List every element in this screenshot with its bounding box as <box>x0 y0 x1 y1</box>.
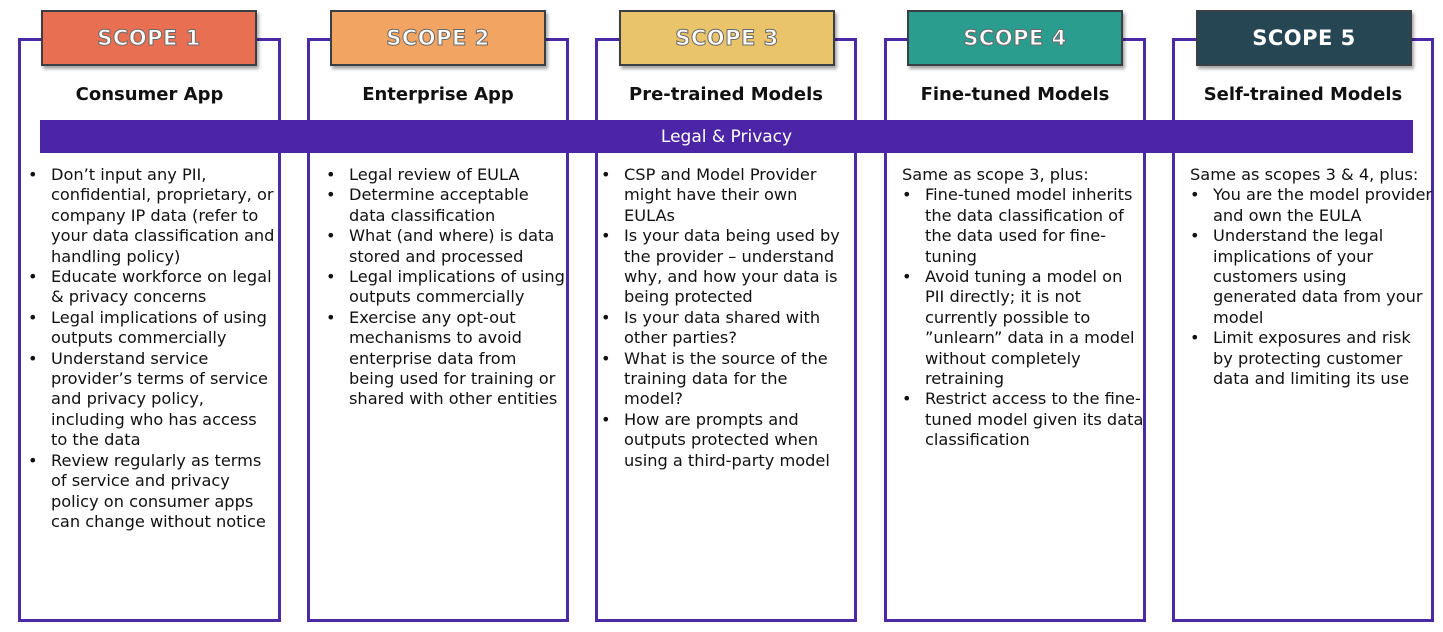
list-item: Understand the legal implications of you… <box>1187 226 1435 328</box>
list-item: Legal review of EULA <box>323 165 565 186</box>
list-item: Fine-tuned model inherits the data class… <box>899 185 1144 267</box>
scope-1-tag: SCOPE 1 <box>41 10 257 66</box>
list-item: Educate workforce on legal & privacy con… <box>25 267 275 308</box>
list-item: Is your data being used by the provider … <box>598 226 848 308</box>
scope-4-tag: SCOPE 4 <box>907 10 1123 66</box>
scope-2-tag: SCOPE 2 <box>330 10 546 66</box>
list-item: Restrict access to the fine-tuned model … <box>899 389 1144 450</box>
list-item: Legal implications of using outputs comm… <box>25 308 275 349</box>
scope-5-list: You are the model provider and own the E… <box>1187 185 1435 389</box>
scope-3-tag: SCOPE 3 <box>619 10 835 66</box>
scope-1-list: Don’t input any PII, confidential, propr… <box>25 165 275 532</box>
scope-5-title: Self-trained Models <box>1203 84 1403 105</box>
scope-3-content: CSP and Model Provider might have their … <box>598 165 848 471</box>
list-item: Is your data shared with other parties? <box>598 308 848 349</box>
list-item: Determine acceptable data classification <box>323 185 565 226</box>
scope-2-list: Legal review of EULA Determine acceptabl… <box>323 165 565 410</box>
scope-3-title: Pre-trained Models <box>629 84 823 105</box>
legal-privacy-banner: Legal & Privacy <box>40 120 1413 153</box>
list-item: Exercise any opt-out mechanisms to avoid… <box>323 308 565 410</box>
list-item: You are the model provider and own the E… <box>1187 185 1435 226</box>
scope-2-title: Enterprise App <box>362 84 514 105</box>
list-item: Don’t input any PII, confidential, propr… <box>25 165 275 267</box>
scope-2-content: Legal review of EULA Determine acceptabl… <box>323 165 565 410</box>
scope-4-content: Same as scope 3, plus: Fine-tuned model … <box>902 165 1144 451</box>
list-item: Review regularly as terms of service and… <box>25 451 275 533</box>
scope-4-title: Fine-tuned Models <box>920 84 1110 105</box>
scope-4-list: Fine-tuned model inherits the data class… <box>899 185 1144 450</box>
list-item: Avoid tuning a model on PII directly; it… <box>899 267 1144 389</box>
scope-5-content: Same as scopes 3 & 4, plus: You are the … <box>1190 165 1435 389</box>
scope-5-intro: Same as scopes 3 & 4, plus: <box>1190 165 1419 184</box>
scope-4-intro: Same as scope 3, plus: <box>902 165 1089 184</box>
scope-3-list: CSP and Model Provider might have their … <box>598 165 848 471</box>
scope-1-title: Consumer App <box>75 84 224 105</box>
scope-1-content: Don’t input any PII, confidential, propr… <box>25 165 275 532</box>
scope-5-tag: SCOPE 5 <box>1196 10 1412 66</box>
list-item: What is the source of the training data … <box>598 349 848 410</box>
list-item: Legal implications of using outputs comm… <box>323 267 565 308</box>
list-item: CSP and Model Provider might have their … <box>598 165 848 226</box>
list-item: Understand service provider’s terms of s… <box>25 349 275 451</box>
list-item: What (and where) is data stored and proc… <box>323 226 565 267</box>
list-item: Limit exposures and risk by protecting c… <box>1187 328 1435 389</box>
list-item: How are prompts and outputs protected wh… <box>598 410 848 471</box>
